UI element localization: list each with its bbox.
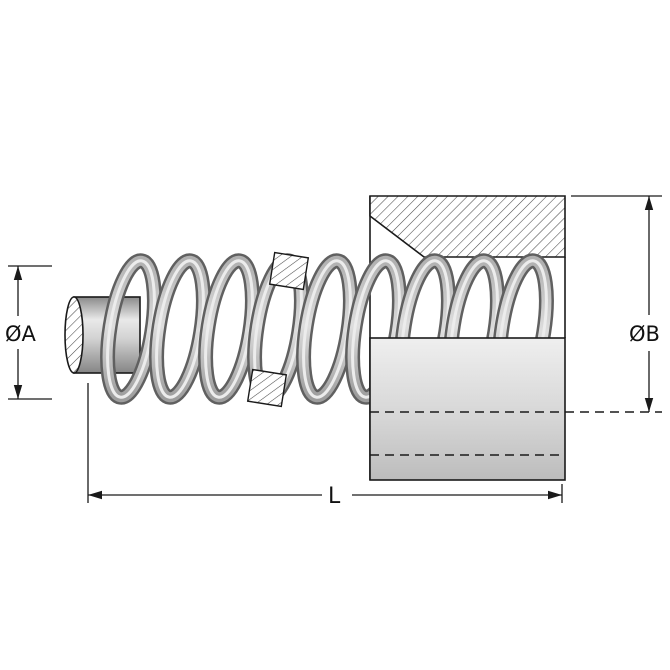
coil-cross-section-bottom [246,368,288,408]
arrow-down-icon [13,385,23,399]
arrow-right-icon [548,490,562,500]
arrow-up-icon [13,266,23,280]
housing-block [369,195,566,480]
die-spring [100,251,554,408]
dim-b-label: ØB [629,322,660,346]
arrow-down-icon [644,398,654,412]
arrow-up-icon [644,196,654,210]
guide-rod-end-section [64,296,84,374]
dimension-diameter-a: ØA [5,265,52,400]
housing-hatched-section [369,195,566,258]
dim-a-label: ØA [5,322,37,346]
housing-outer-surface [369,337,566,481]
dimension-length-l: L [87,383,563,509]
dim-l-label: L [328,484,341,509]
coil-cross-section-top [268,251,310,291]
guide-rod [64,296,141,374]
housing-body [369,337,662,481]
arrow-left-icon [88,490,102,500]
dimension-diameter-b: ØB [571,195,662,412]
